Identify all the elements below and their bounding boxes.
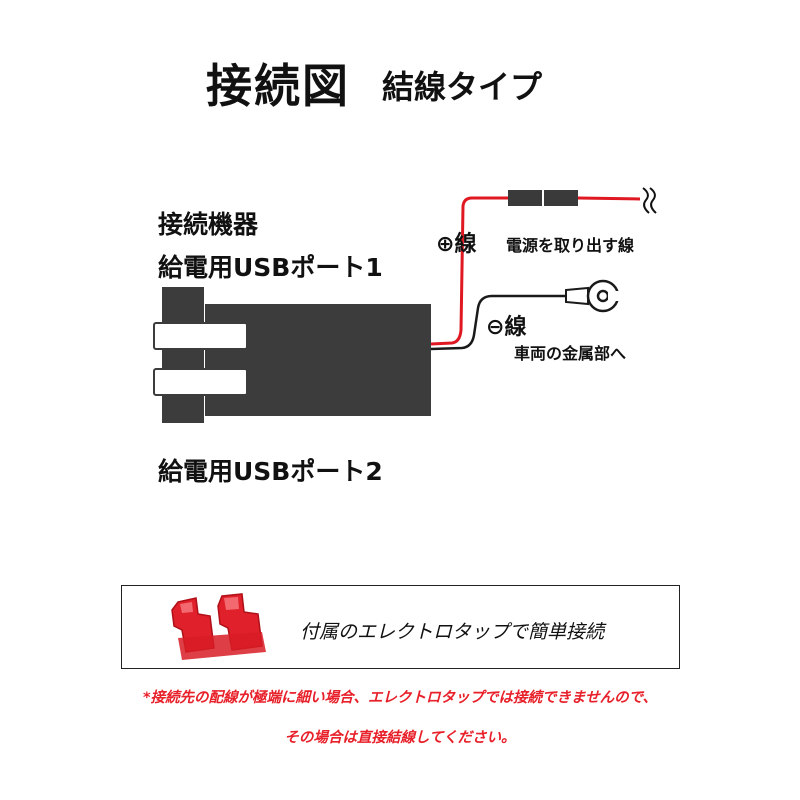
- ring-terminal-crimp: [565, 286, 589, 306]
- positive-wire-text: 線: [454, 232, 477, 257]
- note-text: 付属のエレクトロタップで簡単接続: [300, 621, 605, 643]
- ring-terminal-hole: [596, 289, 610, 303]
- device-bracket: [162, 287, 204, 423]
- warning-line-1: *接続先の配線が極端に細い場合、エレクトロタップでは接続できませんので、: [142, 690, 658, 706]
- diagram-subtitle: 結線タイプ: [382, 68, 543, 106]
- diagram-title: 接続図: [206, 59, 350, 113]
- fuse-holder-left: [508, 190, 542, 206]
- negative-wire-label: ⊖線: [486, 309, 526, 341]
- positive-wire-description: 電源を取り出す線: [506, 236, 635, 255]
- note-box: [121, 585, 680, 669]
- positive-wire-label: ⊕線: [436, 226, 476, 258]
- negative-wire-description: 車両の金属部へ: [514, 344, 627, 363]
- electro-tap-connectors: [171, 593, 266, 660]
- warning-line-2: その場合は直接結線してください。: [284, 730, 516, 746]
- wire-cut-mark-1: [642, 187, 650, 214]
- usb-port-1: [153, 322, 248, 350]
- plus-symbol: ⊕: [436, 232, 455, 257]
- wire-cut-mark-2: [649, 187, 657, 214]
- negative-wire: [430, 294, 566, 351]
- positive-wire-end: [577, 196, 641, 201]
- port2-label: 給電用USBポート2: [158, 457, 383, 486]
- device-label: 接続機器: [158, 210, 259, 239]
- port1-label: 給電用USBポート1: [158, 253, 383, 282]
- device-body: [205, 304, 431, 416]
- ring-terminal-gap: [608, 291, 622, 301]
- fuse-holder-right: [544, 190, 578, 206]
- usb-port-2: [153, 368, 248, 396]
- negative-wire-text: 線: [504, 315, 527, 340]
- minus-symbol: ⊖: [486, 315, 505, 340]
- positive-wire: [430, 196, 508, 346]
